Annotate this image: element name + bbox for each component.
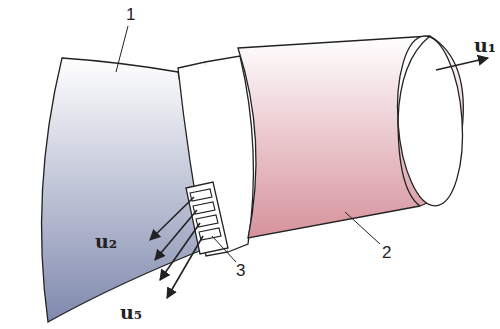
cylinder-end-edge [398, 36, 430, 206]
callout-number: 3 [236, 262, 245, 279]
grille-slots [190, 189, 221, 240]
velocity-label: u₅ [120, 303, 142, 322]
callout-number: 2 [382, 244, 391, 261]
callout-number: 1 [126, 6, 135, 23]
leader-lines [116, 26, 380, 262]
flow-arrows [150, 58, 488, 298]
vent-grille [186, 182, 228, 254]
velocity-label: u₁ [474, 36, 496, 55]
cylinder-end [392, 34, 468, 208]
velocity-label: u₂ [95, 232, 117, 251]
